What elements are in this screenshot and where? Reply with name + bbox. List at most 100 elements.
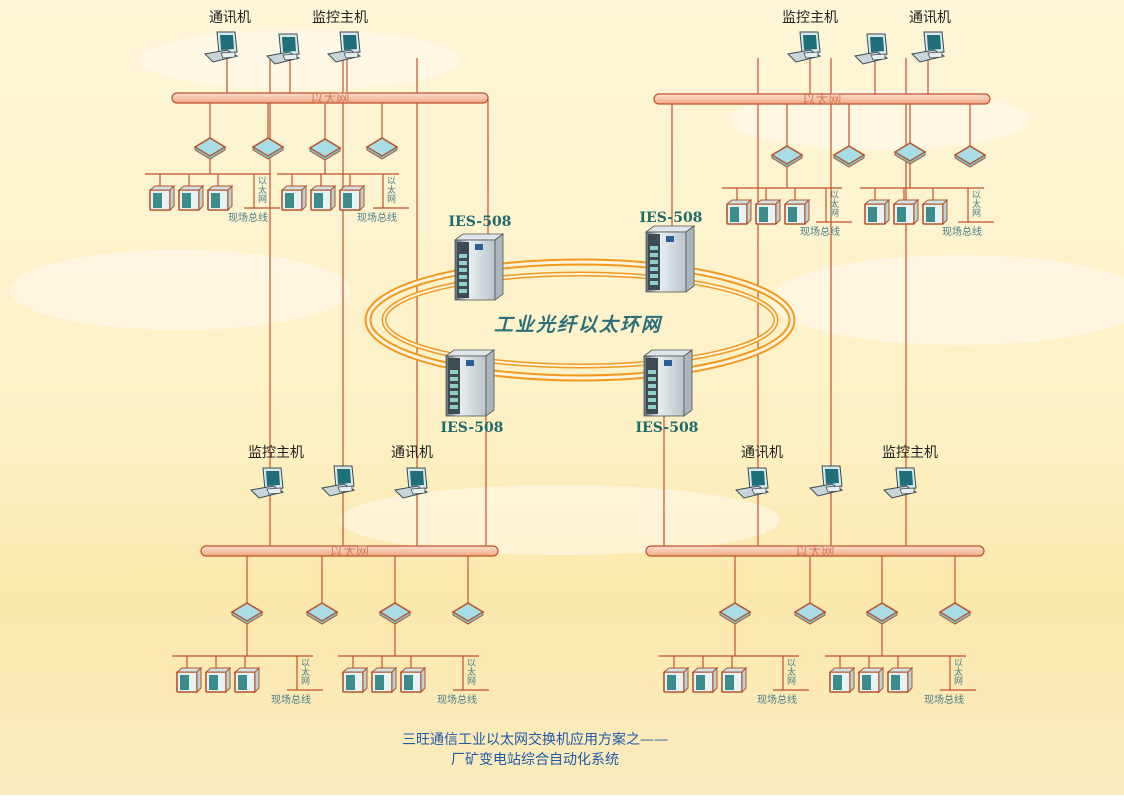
host-label: 通讯机 bbox=[741, 445, 783, 461]
device-side bbox=[775, 198, 781, 226]
switch-logo bbox=[666, 236, 674, 242]
monitor-screen bbox=[337, 469, 351, 484]
ies508-switch-icon bbox=[644, 225, 696, 293]
cpu-box bbox=[343, 51, 359, 59]
device-panel bbox=[375, 675, 384, 690]
port-led bbox=[459, 261, 467, 265]
vertical-ethernet-tag: 以太网 bbox=[952, 658, 963, 686]
bus-label: 以太网 bbox=[310, 92, 349, 107]
host-label: 通讯机 bbox=[909, 10, 951, 26]
vertical-ethernet-tag: 以太网 bbox=[970, 190, 981, 218]
device-panel bbox=[926, 207, 935, 222]
ethernet-bus bbox=[171, 92, 489, 104]
device-side bbox=[362, 666, 368, 694]
ies508-switch-icon bbox=[453, 233, 505, 301]
fieldbus-label: 现场总线 bbox=[228, 211, 268, 224]
hub-icon-side bbox=[894, 151, 926, 165]
device-panel bbox=[862, 675, 871, 690]
switch-side bbox=[485, 349, 495, 417]
cpu-box bbox=[337, 485, 353, 493]
computer-icon bbox=[320, 465, 356, 497]
hub-icon-side bbox=[794, 611, 826, 625]
port-led bbox=[650, 274, 658, 278]
device-side bbox=[301, 184, 307, 212]
port-led bbox=[450, 398, 458, 402]
switch-side bbox=[683, 349, 693, 417]
field-device-icon bbox=[828, 666, 856, 694]
switch-label: IES-508 bbox=[449, 214, 512, 230]
device-panel bbox=[238, 675, 247, 690]
device-panel bbox=[180, 675, 189, 690]
fieldbus-label: 现场总线 bbox=[271, 693, 311, 706]
computer-icon bbox=[853, 33, 889, 65]
device-side bbox=[907, 666, 913, 694]
vertical-ethernet-tag: 以太网 bbox=[256, 176, 267, 204]
monitor-screen bbox=[899, 471, 913, 486]
device-panel bbox=[346, 675, 355, 690]
ring-outer bbox=[366, 260, 794, 380]
port-led bbox=[648, 384, 656, 388]
hub-icon-side bbox=[833, 154, 865, 168]
device-panel bbox=[285, 193, 294, 208]
fiber-ring bbox=[364, 258, 796, 382]
host-label: 监控主机 bbox=[248, 445, 304, 461]
hub-icon-side bbox=[771, 154, 803, 168]
device-side bbox=[391, 666, 397, 694]
port-led bbox=[450, 384, 458, 388]
switch-label: IES-508 bbox=[636, 420, 699, 436]
field-device-icon bbox=[175, 666, 203, 694]
cpu-box bbox=[927, 51, 943, 59]
device-side bbox=[942, 198, 948, 226]
bus-label: 以太网 bbox=[802, 93, 841, 108]
device-side bbox=[878, 666, 884, 694]
field-device-icon bbox=[886, 666, 914, 694]
device-panel bbox=[833, 675, 842, 690]
device-side bbox=[849, 666, 855, 694]
cpu-box bbox=[870, 53, 886, 61]
host-label: 监控主机 bbox=[882, 445, 938, 461]
switch-side bbox=[685, 225, 695, 293]
device-side bbox=[196, 666, 202, 694]
device-panel bbox=[211, 193, 220, 208]
port-led bbox=[650, 267, 658, 271]
hub-icon-side bbox=[306, 611, 338, 625]
port-led bbox=[650, 281, 658, 285]
label-layer: 以太网通讯机监控主机以太网现场总线以太网现场总线以太网监控主机通讯机以太网现场总… bbox=[209, 10, 982, 706]
field-device-icon bbox=[857, 666, 885, 694]
field-device-icon bbox=[148, 184, 176, 212]
ring-inner bbox=[383, 273, 777, 367]
monitor-screen bbox=[220, 35, 234, 50]
vertical-ethernet-tag: 以太网 bbox=[465, 658, 476, 686]
device-panel bbox=[891, 675, 900, 690]
computer-icon bbox=[249, 467, 285, 499]
device-side bbox=[169, 184, 175, 212]
monitor-screen bbox=[825, 469, 839, 484]
monitor-screen bbox=[266, 471, 280, 486]
device-side bbox=[330, 184, 336, 212]
port-led bbox=[459, 254, 467, 258]
field-device-icon bbox=[280, 184, 308, 212]
device-side bbox=[746, 198, 752, 226]
hub-icon-side bbox=[309, 147, 341, 161]
port-led bbox=[648, 370, 656, 374]
port-led bbox=[459, 275, 467, 279]
ring-label: 工业光纤以太环网 bbox=[494, 314, 663, 336]
device-layer bbox=[148, 184, 949, 694]
field-device-icon bbox=[720, 666, 748, 694]
device-panel bbox=[667, 675, 676, 690]
field-device-icon bbox=[370, 666, 398, 694]
cpu-box bbox=[410, 487, 426, 495]
device-panel bbox=[730, 207, 739, 222]
device-side bbox=[804, 198, 810, 226]
switch-side bbox=[494, 233, 504, 301]
port-led bbox=[450, 391, 458, 395]
connection-lines bbox=[145, 58, 994, 691]
host-layer bbox=[203, 31, 946, 499]
fieldbus-label: 现场总线 bbox=[757, 693, 797, 706]
vertical-ethernet-tag: 以太网 bbox=[385, 176, 396, 204]
host-label: 通讯机 bbox=[391, 445, 433, 461]
device-panel bbox=[725, 675, 734, 690]
computer-icon bbox=[393, 467, 429, 499]
cpu-box bbox=[282, 53, 298, 61]
